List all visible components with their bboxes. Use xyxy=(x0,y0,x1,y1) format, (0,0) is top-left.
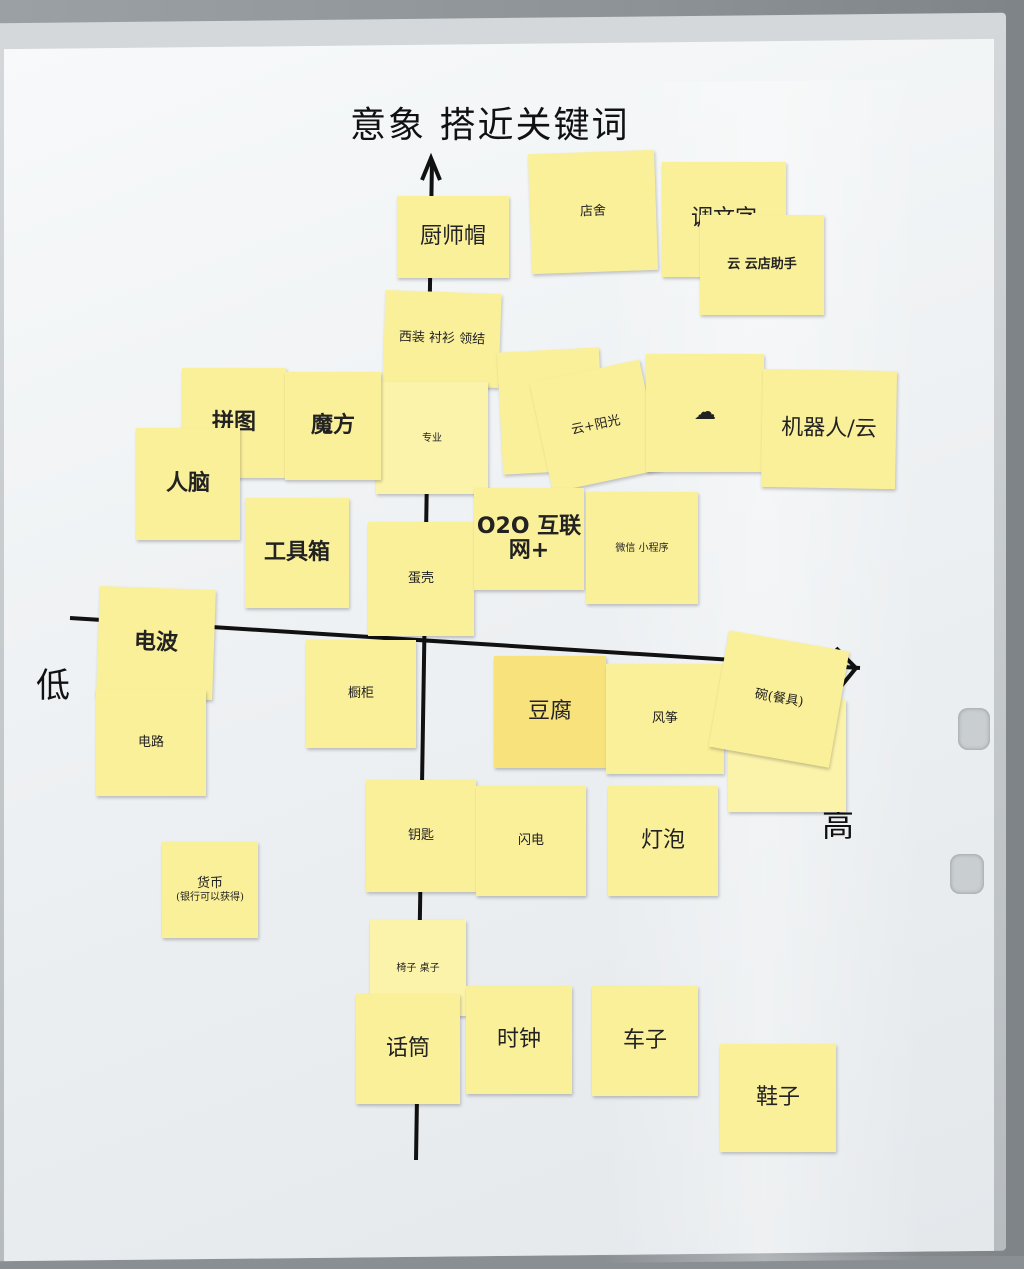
note-text: 时钟 xyxy=(496,1026,541,1052)
note-text: 风筝 xyxy=(651,710,678,726)
note-text: 话筒 xyxy=(385,1035,430,1061)
sticky-note-shop-stack: 店舍 xyxy=(527,149,659,275)
note-text: 西装 衬衫 领结 xyxy=(398,329,486,348)
sticky-note-bulb: 灯泡 xyxy=(608,786,718,896)
sticky-note-radio-wave: 电波 xyxy=(96,586,216,700)
note-text: 灯泡 xyxy=(640,827,685,853)
note-text: 厨师帽 xyxy=(419,223,486,249)
sticky-note-lightning: 闪电 xyxy=(476,786,586,896)
sticky-note-kite: 风筝 xyxy=(606,664,724,774)
note-text: 橱柜 xyxy=(347,685,374,701)
note-text: 专业 xyxy=(422,432,442,444)
sticky-note-currency: 货币 (银行可以获得) xyxy=(162,842,258,938)
note-text: 魔方 xyxy=(310,412,355,438)
note-text: 椅子 桌子 xyxy=(396,962,440,974)
note-text: 机器人/云 xyxy=(781,415,877,442)
note-text: 电波 xyxy=(133,629,179,656)
sticky-note-car: 车子 xyxy=(592,986,698,1096)
note-text: 云+阳光 xyxy=(569,412,622,438)
sticky-note-clock: 时钟 xyxy=(466,986,572,1094)
note-text: 车子 xyxy=(622,1027,667,1053)
sticky-note-toolbox: 工具箱 xyxy=(245,498,349,608)
sticky-note-shoes: 鞋子 xyxy=(720,1044,836,1152)
note-text: 蛋壳 xyxy=(407,570,434,586)
note-text: 微信 小程序 xyxy=(615,542,669,554)
sticky-note-western-suit: 西装 衬衫 领结 xyxy=(382,290,502,388)
sticky-note-phone: 话筒 xyxy=(356,994,460,1104)
sticky-note-human-brain: 人脑 xyxy=(136,428,240,540)
note-text: O2O 互联网+ xyxy=(476,513,582,563)
sticky-note-eggshell: 蛋壳 xyxy=(368,522,474,636)
sticky-note-cube: 魔方 xyxy=(285,372,381,480)
sticky-note-o2o: O2O 互联网+ xyxy=(474,488,584,590)
sticky-note-tofu: 豆腐 xyxy=(494,656,606,768)
note-text: 电路 xyxy=(137,734,164,750)
note-text: 货币 xyxy=(196,876,223,892)
note-text: 豆腐 xyxy=(527,698,572,724)
note-subtext: (银行可以获得) xyxy=(176,891,244,903)
sticky-note-shelf: 橱柜 xyxy=(306,640,416,748)
axis-label-high: 高 xyxy=(822,806,855,844)
note-text: 店舍 xyxy=(579,203,607,220)
sticky-note-micro: 微信 小程序 xyxy=(586,492,698,604)
sticky-note-cloud-shop: 云 云店助手 xyxy=(700,215,824,315)
sticky-note-cloud-sunlight: 云+阳光 xyxy=(529,359,663,493)
board-magnet xyxy=(958,708,990,750)
note-text: 鞋子 xyxy=(755,1084,800,1110)
sticky-note-bowl: 碗(餐具) xyxy=(708,630,850,768)
sticky-note-circuit: 电路 xyxy=(96,690,206,796)
axis-label-low: 低 xyxy=(36,666,70,706)
axis-title: 意象 搭近关键词 xyxy=(350,105,630,146)
note-text: 钥匙 xyxy=(407,827,434,843)
note-text: 人脑 xyxy=(165,470,210,496)
sticky-note-chef-hat: 厨师帽 xyxy=(397,196,509,278)
note-text: 工具箱 xyxy=(263,539,330,565)
sticky-note-robot-cloud: 机器人/云 xyxy=(760,368,898,490)
note-text: 闪电 xyxy=(517,832,544,848)
sticky-note-key: 钥匙 xyxy=(366,780,476,892)
note-text: 云 云店助手 xyxy=(727,256,797,272)
board-magnet xyxy=(950,854,984,894)
cloud-icon: ☁ xyxy=(694,399,716,425)
sticky-note-pro: 专业 xyxy=(376,382,488,494)
sticky-note-cloud-drawing: ☁ xyxy=(646,354,764,472)
note-text: 碗(餐具) xyxy=(753,686,805,711)
